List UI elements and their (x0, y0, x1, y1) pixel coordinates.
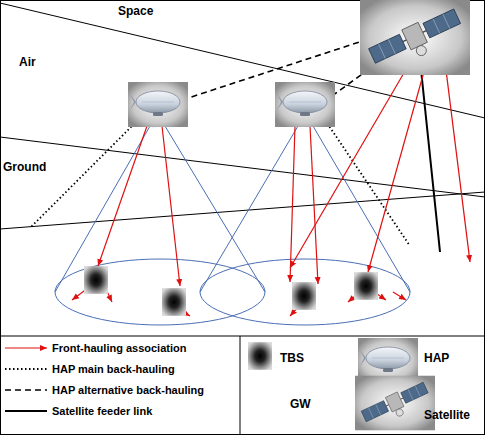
illustration-part (30, 118, 140, 228)
illustration-part (55, 259, 265, 325)
illustration-part (98, 126, 147, 266)
legend-text: Satellite feeder link (52, 405, 152, 417)
illustration-part (313, 126, 410, 292)
illustration-part (200, 259, 410, 325)
legend-sample-main-backhaul (5, 368, 47, 370)
legend-column-divider (240, 336, 241, 435)
legend-sample-fronthaul (5, 347, 47, 348)
tbs-icon (162, 288, 186, 316)
illustration-part (200, 126, 298, 292)
tbs-icon (84, 266, 108, 294)
legend-text: TBS (280, 352, 304, 365)
hap-icon (275, 82, 335, 127)
legend-text: HAP alternative back-hauling (52, 384, 204, 396)
illustration-part (393, 292, 406, 300)
satellite-icon (360, 0, 470, 75)
illustration-part (368, 68, 425, 272)
legend-sample-feeder (5, 410, 47, 412)
tbs-icon (292, 282, 316, 310)
illustration-part (290, 126, 295, 282)
coverage-cones (55, 126, 410, 325)
band-label: Space (118, 5, 153, 18)
illustration-part (446, 70, 470, 262)
ground-boundary-line (0, 192, 485, 229)
legend-tbs-icon (248, 342, 272, 370)
air-ground-boundary (0, 137, 485, 197)
tbs-icon (354, 272, 378, 300)
band-label: Air (19, 56, 36, 69)
legend-sample-alt-backhaul (5, 389, 47, 391)
hap-icon (128, 82, 188, 127)
illustration-part (325, 120, 410, 246)
band-label: Ground (3, 161, 46, 174)
legend-divider (0, 336, 485, 337)
legend-text: GW (290, 398, 311, 411)
legend-text: HAP (424, 352, 449, 365)
legend-text: HAP main back-hauling (52, 363, 175, 375)
legend-text: Satellite (424, 409, 470, 422)
illustration-part (420, 60, 440, 252)
illustration-part (162, 126, 180, 286)
illustration-part (310, 126, 318, 284)
legend-satellite-icon (355, 376, 435, 431)
fronthaul-links (72, 66, 470, 316)
legend-text: Front-hauling association (52, 342, 186, 354)
